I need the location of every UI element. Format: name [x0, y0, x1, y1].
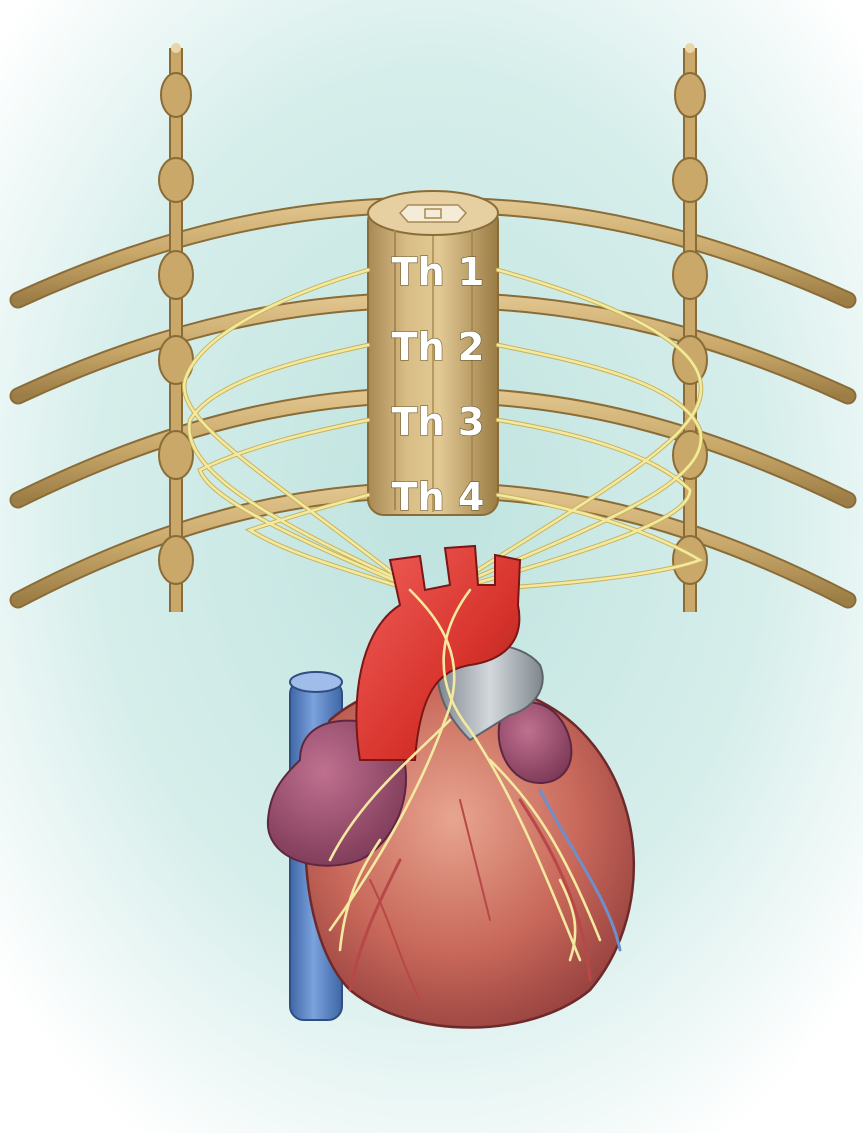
segment-label-th1: Th 1 [392, 250, 485, 294]
segment-label-th3: Th 3 [392, 400, 485, 444]
gray-matter-icon [400, 205, 466, 222]
segment-label-th4: Th 4 [392, 475, 485, 519]
segment-label-th2: Th 2 [392, 325, 485, 369]
